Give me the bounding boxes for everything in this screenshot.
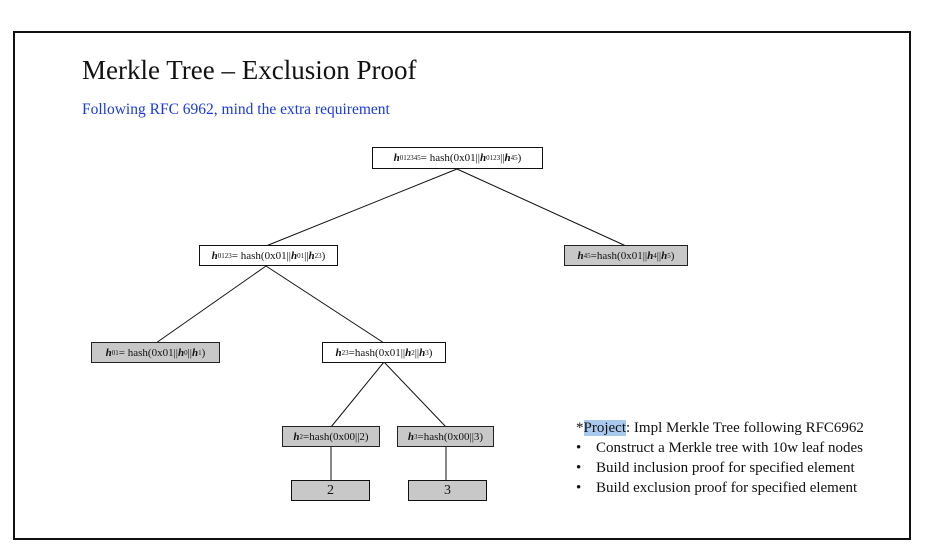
list-item: •Build exclusion proof for specified ele… — [576, 480, 858, 496]
edge-0123-23 — [265, 265, 385, 344]
list-item: •Build inclusion proof for specified ele… — [576, 460, 855, 476]
slide-frame — [13, 31, 911, 540]
edge-23-2 — [330, 361, 385, 428]
edge-0123-01 — [155, 265, 267, 344]
leaf-2: 2 — [291, 480, 370, 501]
project-task-list: •Construct a Merkle tree with 10w leaf n… — [576, 438, 864, 498]
project-note-heading: *Project: Impl Merkle Tree following RFC… — [576, 420, 864, 436]
edge-root-45 — [456, 168, 627, 247]
project-highlight: Project — [583, 420, 626, 436]
list-item: •Construct a Merkle tree with 10w leaf n… — [576, 440, 864, 456]
edge-root-0123 — [265, 168, 458, 247]
project-note: *Project: Impl Merkle Tree following RFC… — [576, 418, 864, 498]
edge-23-3 — [383, 361, 447, 428]
slide-subtitle: Following RFC 6962, mind the extra requi… — [82, 101, 390, 118]
slide-title: Merkle Tree – Exclusion Proof — [82, 55, 417, 85]
leaf-3: 3 — [408, 480, 487, 501]
